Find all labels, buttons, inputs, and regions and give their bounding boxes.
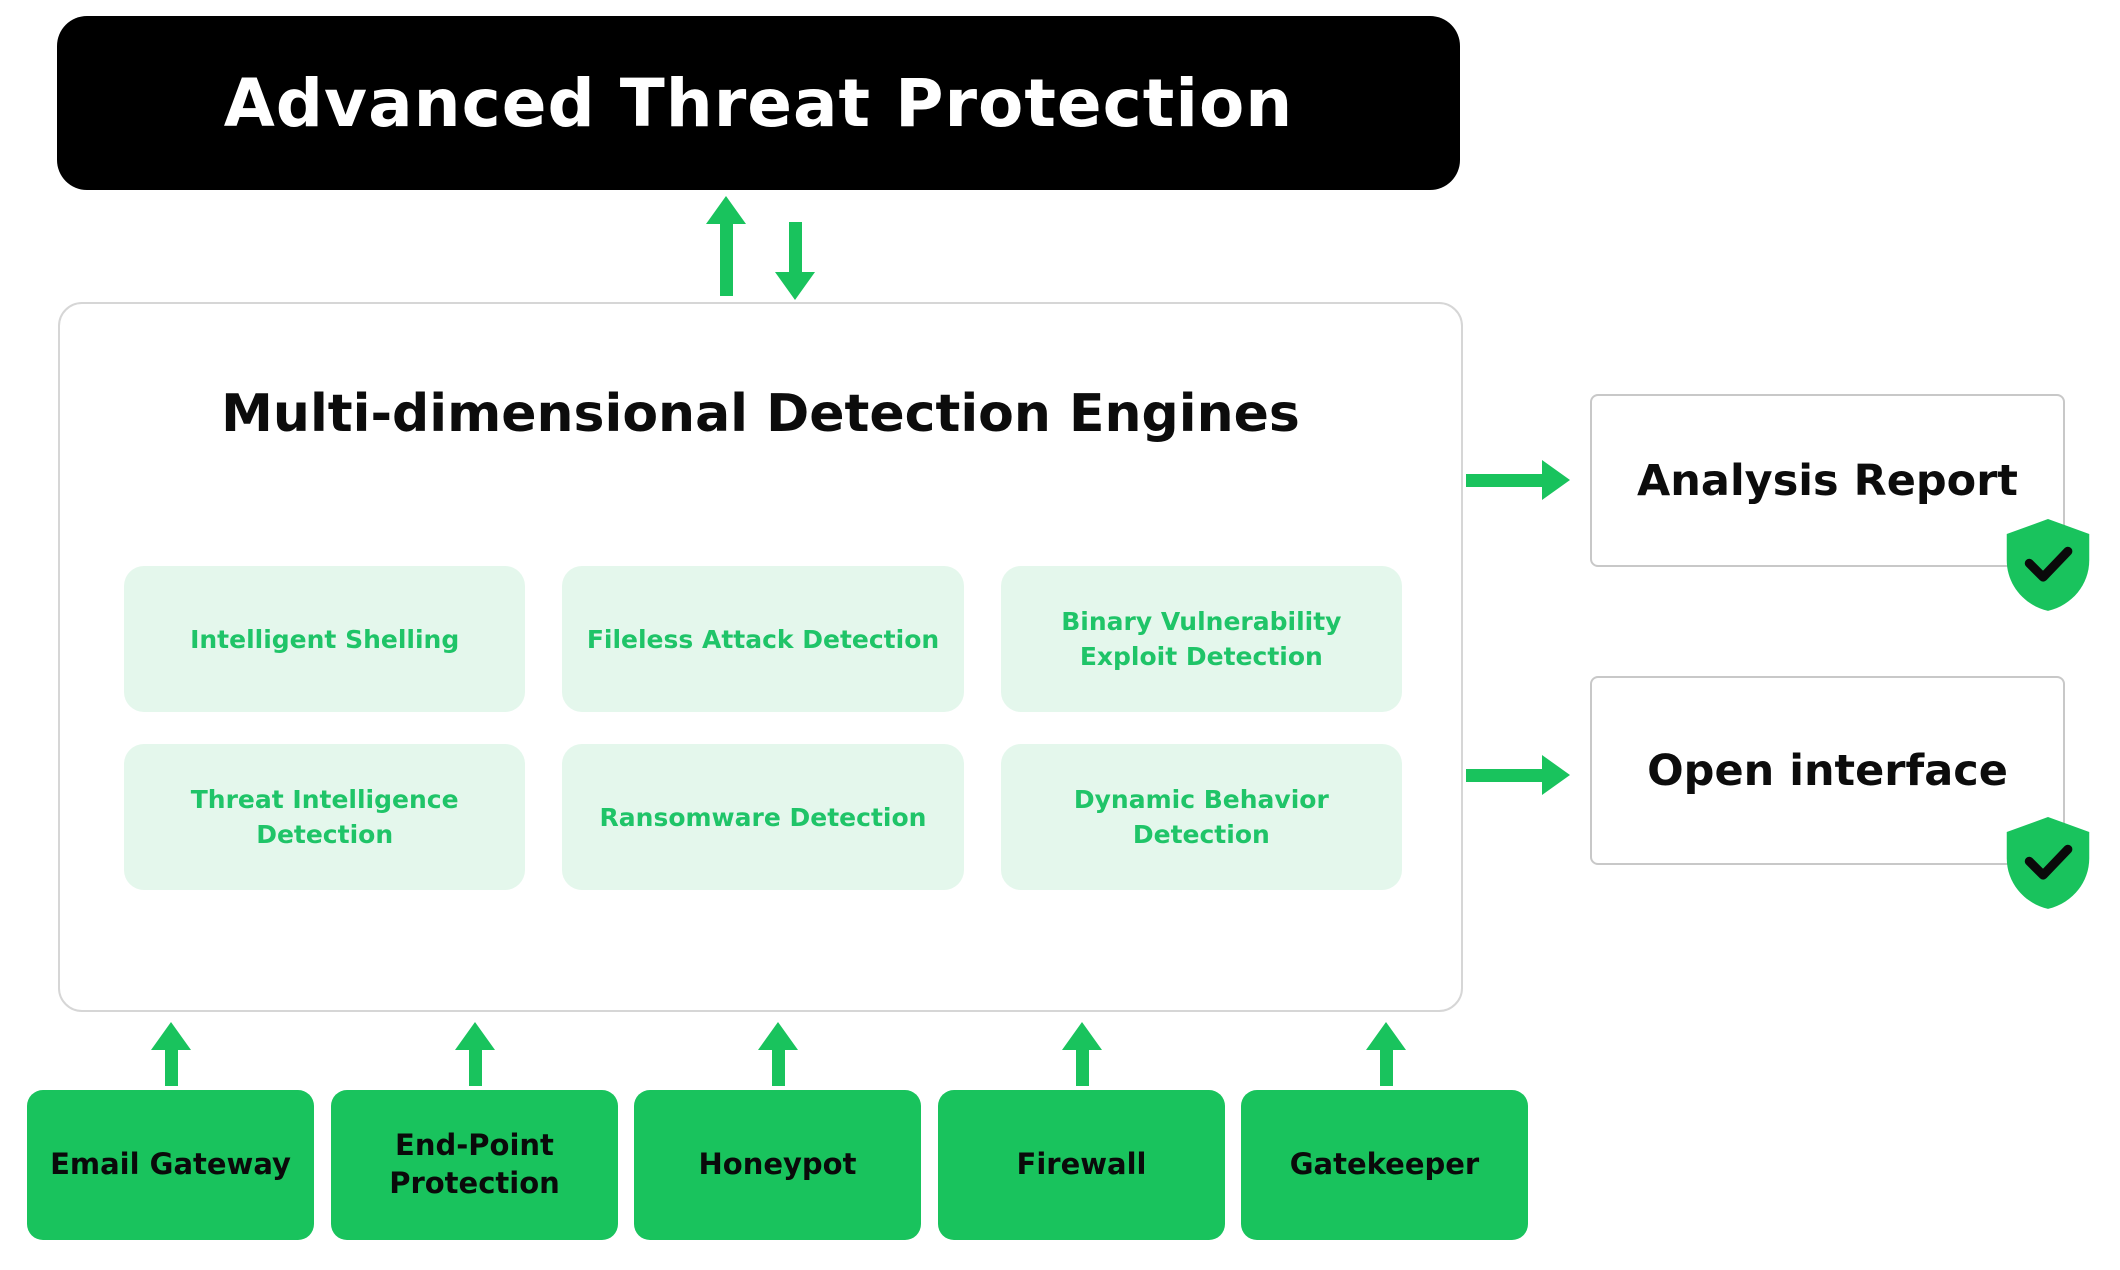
right-arrow-stem [1466,473,1542,487]
source-box-email-gateway: Email Gateway [27,1090,314,1240]
source-box-end-point-protection: End-Point Protection [331,1090,618,1240]
source-label: Email Gateway [50,1147,291,1182]
engine-cell-ransomware-detection: Ransomware Detection [562,744,964,890]
source-label: Gatekeeper [1289,1147,1480,1182]
engine-cell-label: Dynamic Behavior Detection [1073,785,1329,849]
up-arrow-stem [164,1050,178,1086]
engine-cell-dynamic-behavior-detection: Dynamic Behavior Detection [1000,744,1402,890]
engine-cell-fileless-attack-detection: Fileless Attack Detection [562,566,964,712]
down-arrow-icon [775,222,815,300]
source-label: Honeypot [698,1147,857,1182]
up-arrow-stem [771,1050,785,1086]
shield-check-icon [2006,817,2090,909]
up-arrow-icon [706,196,746,296]
down-arrow-head [775,272,815,300]
shield-check-icon [2006,519,2090,611]
detection-engines-panel: Multi-dimensional Detection Engines Inte… [58,302,1463,1012]
output-label: Analysis Report [1637,455,2018,506]
up-arrow-head [758,1022,798,1050]
right-arrow-icon [1466,755,1570,795]
panel-title: Multi-dimensional Detection Engines [221,384,1300,444]
engine-cell-binary-vulnerability-exploit-detection: Binary Vulnerability Exploit Detection [1000,566,1402,712]
up-arrow-stem [719,224,733,296]
up-arrow-head [151,1022,191,1050]
engine-cell-threat-intelligence-detection: Threat Intelligence Detection [124,744,526,890]
up-arrow-icon [758,1022,798,1086]
header-title: Advanced Threat Protection [223,64,1294,142]
header-banner: Advanced Threat Protection [57,16,1460,190]
source-box-gatekeeper: Gatekeeper [1241,1090,1528,1240]
up-arrow-stem [468,1050,482,1086]
up-arrow-icon [455,1022,495,1086]
up-arrow-head [1366,1022,1406,1050]
engine-cell-label: Threat Intelligence Detection [190,785,459,849]
up-arrow-stem [1379,1050,1393,1086]
right-arrow-head [1542,755,1570,795]
source-box-honeypot: Honeypot [634,1090,921,1240]
source-label: Firewall [1016,1147,1147,1182]
up-arrow-icon [1366,1022,1406,1086]
source-label: End-Point Protection [389,1128,560,1200]
engine-cell-grid: Intelligent Shelling Fileless Attack Det… [124,566,1402,890]
up-arrow-icon [1062,1022,1102,1086]
up-arrow-icon [151,1022,191,1086]
engine-cell-label: Intelligent Shelling [190,624,460,654]
right-arrow-stem [1466,768,1542,782]
engine-cell-label: Ransomware Detection [599,802,927,832]
engine-cell-intelligent-shelling: Intelligent Shelling [124,566,526,712]
up-arrow-head [455,1022,495,1050]
up-arrow-stem [1075,1050,1089,1086]
output-box-open-interface: Open interface [1590,676,2090,909]
engine-cell-label: Binary Vulnerability Exploit Detection [1061,607,1342,671]
right-arrow-head [1542,460,1570,500]
right-arrow-icon [1466,460,1570,500]
engine-cell-label: Fileless Attack Detection [586,624,940,654]
up-arrow-head [706,196,746,224]
source-box-firewall: Firewall [938,1090,1225,1240]
output-label: Open interface [1647,745,2008,796]
output-box-analysis-report: Analysis Report [1590,394,2090,611]
up-arrow-head [1062,1022,1102,1050]
down-arrow-stem [788,222,802,272]
